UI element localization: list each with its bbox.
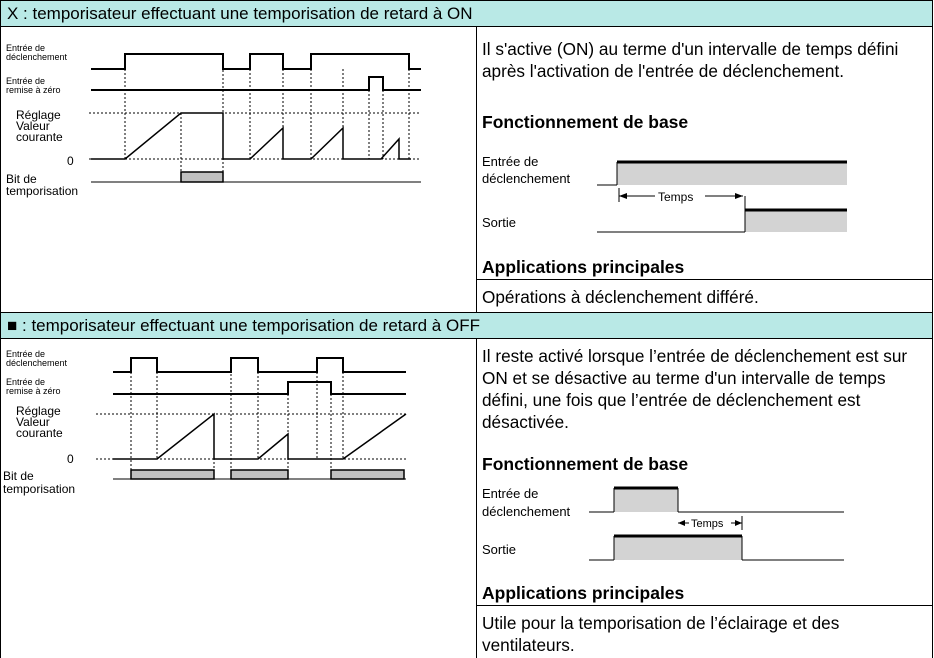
trigger-input-label: déclenchement — [6, 52, 68, 62]
timer-bit-pulse — [180, 171, 224, 183]
zero-label: 0 — [67, 452, 74, 466]
basic-trigger-label: déclenchement — [482, 171, 571, 186]
trigger-waveform — [91, 53, 421, 70]
on-delay-description: Il s'active (ON) au terme d'un intervall… — [482, 39, 899, 81]
basic-output-pulse — [745, 210, 847, 232]
basic-output-label: Sortie — [482, 542, 516, 557]
basic-trigger-label: déclenchement — [482, 504, 571, 519]
timer-bit-label: Bit de — [6, 172, 37, 186]
reset-input-label: Entrée de — [6, 76, 45, 86]
row-divider — [476, 605, 933, 606]
timer-bit-pulse — [330, 469, 405, 480]
table-border-left — [0, 0, 1, 658]
timer-bit-label: temporisation — [6, 184, 78, 198]
on-delay-basic-diagram: Entrée de déclenchement Sortie Temps — [482, 154, 847, 233]
off-delay-timing-chart: Entrée de déclenchement Entrée de remise… — [3, 349, 407, 496]
zero-label: 0 — [67, 154, 74, 168]
off-delay-basic-diagram: Entrée de déclenchement Sortie Temps — [482, 486, 844, 561]
setting-label: Réglage — [16, 404, 61, 418]
current-value-waveform — [113, 412, 407, 460]
off-delay-description: Il reste activé lorsque l’entrée de décl… — [482, 346, 908, 432]
row-divider — [0, 338, 933, 339]
current-value-label: Valeur — [16, 119, 50, 133]
section-header-off-delay: ■ : temporisateur effectuant une tempori… — [1, 313, 932, 338]
basic-trigger-pulse — [617, 162, 847, 185]
reset-input-label: remise à zéro — [6, 386, 61, 396]
guide-lines — [130, 358, 344, 470]
off-delay-apps-text: Utile pour la temporisation de l’éclaira… — [482, 613, 840, 655]
timer-bit-label: temporisation — [3, 482, 75, 496]
reset-input-label: Entrée de — [6, 377, 45, 387]
timer-bit-label: Bit de — [3, 469, 34, 483]
column-divider — [476, 338, 477, 658]
on-delay-basic-title: Fonctionnement de base — [482, 112, 689, 132]
reset-input-label: remise à zéro — [6, 85, 61, 95]
row-divider — [0, 312, 933, 313]
on-delay-timing-chart: Entrée de déclenchement Entrée de remise… — [6, 43, 421, 198]
current-value-label: courante — [16, 130, 63, 144]
row-divider — [476, 279, 933, 280]
column-divider — [476, 26, 477, 312]
reset-waveform — [91, 76, 421, 91]
basic-output-label: Sortie — [482, 215, 516, 230]
trigger-waveform — [113, 357, 406, 373]
off-delay-basic-title: Fonctionnement de base — [482, 454, 689, 474]
basic-output-pulse — [614, 536, 742, 560]
current-value-label: Valeur — [16, 415, 50, 429]
basic-time-label: Temps — [691, 518, 724, 530]
basic-time-label: Temps — [658, 190, 693, 204]
timer-bit-pulse — [130, 469, 215, 480]
row-divider — [0, 26, 933, 27]
section-header-on-delay: X : temporisateur effectuant une tempori… — [1, 1, 932, 26]
setting-label: Réglage — [16, 108, 61, 122]
timer-bit-pulse — [230, 469, 289, 480]
basic-trigger-label: Entrée de — [482, 154, 538, 169]
off-delay-apps-title: Applications principales — [482, 583, 685, 603]
on-delay-apps-title: Applications principales — [482, 257, 685, 277]
current-value-waveform — [91, 112, 411, 160]
trigger-input-label: Entrée de — [6, 43, 45, 53]
trigger-input-label: Entrée de — [6, 349, 45, 359]
basic-trigger-label: Entrée de — [482, 486, 538, 501]
basic-trigger-pulse — [614, 488, 678, 512]
on-delay-apps-text: Opérations à déclenchement différé. — [482, 287, 759, 307]
table-border-top — [0, 0, 933, 1]
table-border-right — [932, 0, 933, 658]
current-value-label: courante — [16, 426, 63, 440]
guide-lines — [124, 54, 410, 182]
trigger-input-label: déclenchement — [6, 358, 68, 368]
